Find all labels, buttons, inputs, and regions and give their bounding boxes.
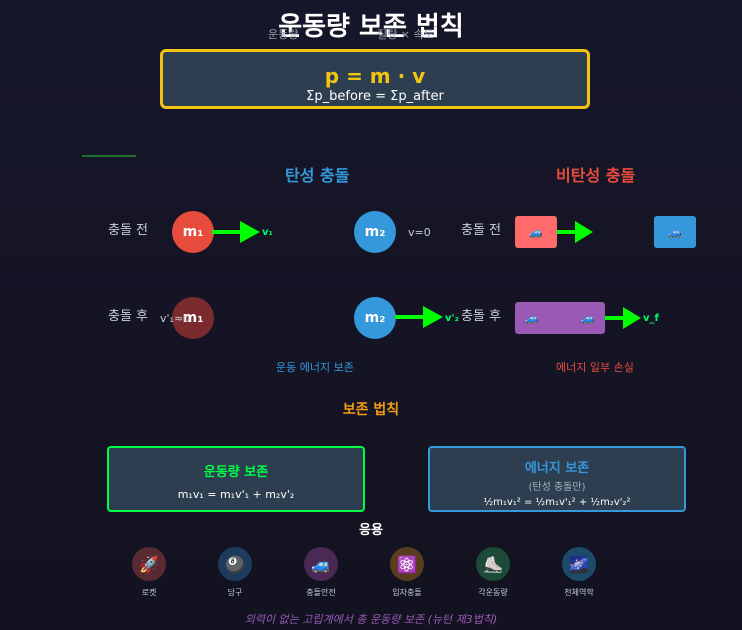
v1-label: v₁: [262, 227, 273, 238]
inelastic-after-label: 충돌 후: [461, 309, 502, 324]
formula-box: p = m · v Σp_before = Σp_after: [160, 49, 590, 109]
app-label: 입자충돌: [392, 588, 422, 597]
energy-law-note: (탄성 충돌만): [528, 482, 586, 493]
ball-m1-after: m₁: [172, 297, 214, 339]
energy-law-box: 에너지 보존 (탄성 충돌만) ½m₁v₁² = ½m₁v'₁² + ½m₂v'…: [428, 446, 686, 512]
app-crash-safety: 🚙 충돌안전: [291, 547, 351, 598]
formula-sub: Σp_before = Σp_after: [306, 89, 444, 104]
footer-note: 외력이 없는 고립계에서 총 운동량 보존 (뉴턴 제3법칙): [244, 613, 498, 626]
app-angular-momentum: ⛸️ 각운동량: [463, 547, 523, 598]
momentum-law-formula: m₁v₁ = m₁v'₁ + m₂v'₂: [177, 488, 295, 501]
elastic-after-label: 충돌 후: [108, 309, 149, 324]
page-title: 운동량 보존 법칙: [278, 12, 464, 42]
velocity-arrow-icon: [212, 221, 260, 243]
momentum-law-title: 운동량 보존: [203, 465, 269, 480]
inelastic-section-title: 비탄성 충돌: [556, 166, 636, 185]
ball-m2-before: m₂: [354, 211, 396, 253]
velocity-arrow-icon: [557, 221, 593, 243]
ball-m1-before: m₁: [172, 211, 214, 253]
car-icon: 🚙: [525, 311, 539, 325]
vf-label: v_f: [643, 313, 659, 324]
inelastic-caption: 에너지 일부 손실: [556, 361, 634, 374]
ball-m2-after: m₂: [354, 297, 396, 339]
app-billiards: 🎱 당구: [205, 547, 265, 598]
v2-zero-label: v=0: [408, 226, 431, 239]
app-label: 각운동량: [478, 588, 508, 597]
laws-title: 보존 법칙: [342, 402, 400, 418]
inelastic-before-label: 충돌 전: [461, 223, 502, 238]
cars-combined-after: 🚙 🚙: [515, 302, 605, 334]
decorative-line: [82, 155, 136, 157]
v2-after-label: v'₂: [445, 313, 459, 324]
ice-skate-icon: ⛸️: [476, 547, 510, 581]
car-icon: 🚙: [304, 547, 338, 581]
car-icon: 🚙: [529, 225, 543, 239]
rocket-icon: 🚀: [132, 547, 166, 581]
app-label: 당구: [227, 588, 243, 597]
car-1-before: 🚙: [515, 216, 557, 248]
app-label: 천체역학: [564, 588, 594, 597]
app-label: 로켓: [141, 588, 157, 597]
app-celestial-mechanics: 🌌 천체역학: [549, 547, 609, 598]
car-icon: 🚙: [668, 225, 682, 239]
car-2-before: 🚙: [654, 216, 696, 248]
applications-title: 응용: [359, 523, 383, 538]
mass-velocity-sublabel: 질량 × 속도: [377, 28, 434, 41]
v1-after-label: v'₁≈0: [160, 312, 191, 325]
energy-law-formula: ½m₁v₁² = ½m₁v'₁² + ½m₂v'₂²: [483, 497, 631, 508]
car-icon: 🚙: [581, 311, 595, 325]
app-label: 충돌안전: [306, 588, 336, 597]
app-rocket: 🚀 로켓: [119, 547, 179, 598]
velocity-arrow-icon: [395, 306, 443, 328]
momentum-sublabel: 운동량: [268, 28, 299, 41]
elastic-before-label: 충돌 전: [108, 223, 149, 238]
app-particle-collision: ⚛️ 입자충돌: [377, 547, 437, 598]
velocity-arrow-icon: [605, 307, 641, 329]
atom-icon: ⚛️: [390, 547, 424, 581]
billiard-ball-icon: 🎱: [218, 547, 252, 581]
formula-main: p = m · v: [324, 64, 426, 88]
galaxy-icon: 🌌: [562, 547, 596, 581]
momentum-law-box: 운동량 보존 m₁v₁ = m₁v'₁ + m₂v'₂: [107, 446, 365, 512]
elastic-section-title: 탄성 충돌: [285, 166, 350, 185]
elastic-caption: 운동 에너지 보존: [276, 361, 354, 374]
energy-law-title: 에너지 보존: [524, 461, 590, 476]
